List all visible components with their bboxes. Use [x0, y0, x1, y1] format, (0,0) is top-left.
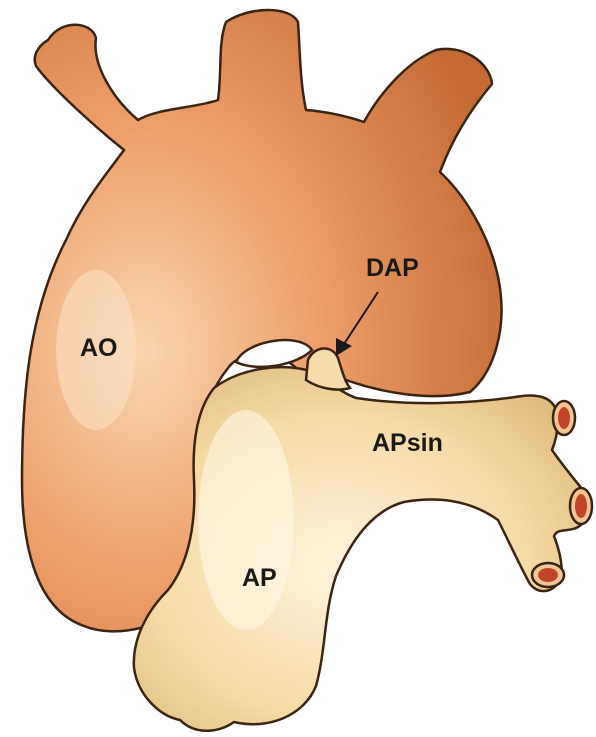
label-apsin: APsin: [372, 429, 443, 457]
branch-opening-1-lumen: [558, 407, 570, 429]
branch-opening-3-lumen: [538, 568, 558, 582]
label-dap: DAP: [366, 254, 419, 282]
pulmonary-artery: [134, 367, 592, 731]
label-ao: AO: [80, 334, 118, 362]
branch-opening-2-lumen: [575, 494, 587, 518]
pulmonary-highlight: [198, 410, 294, 630]
label-ap: AP: [242, 564, 277, 592]
